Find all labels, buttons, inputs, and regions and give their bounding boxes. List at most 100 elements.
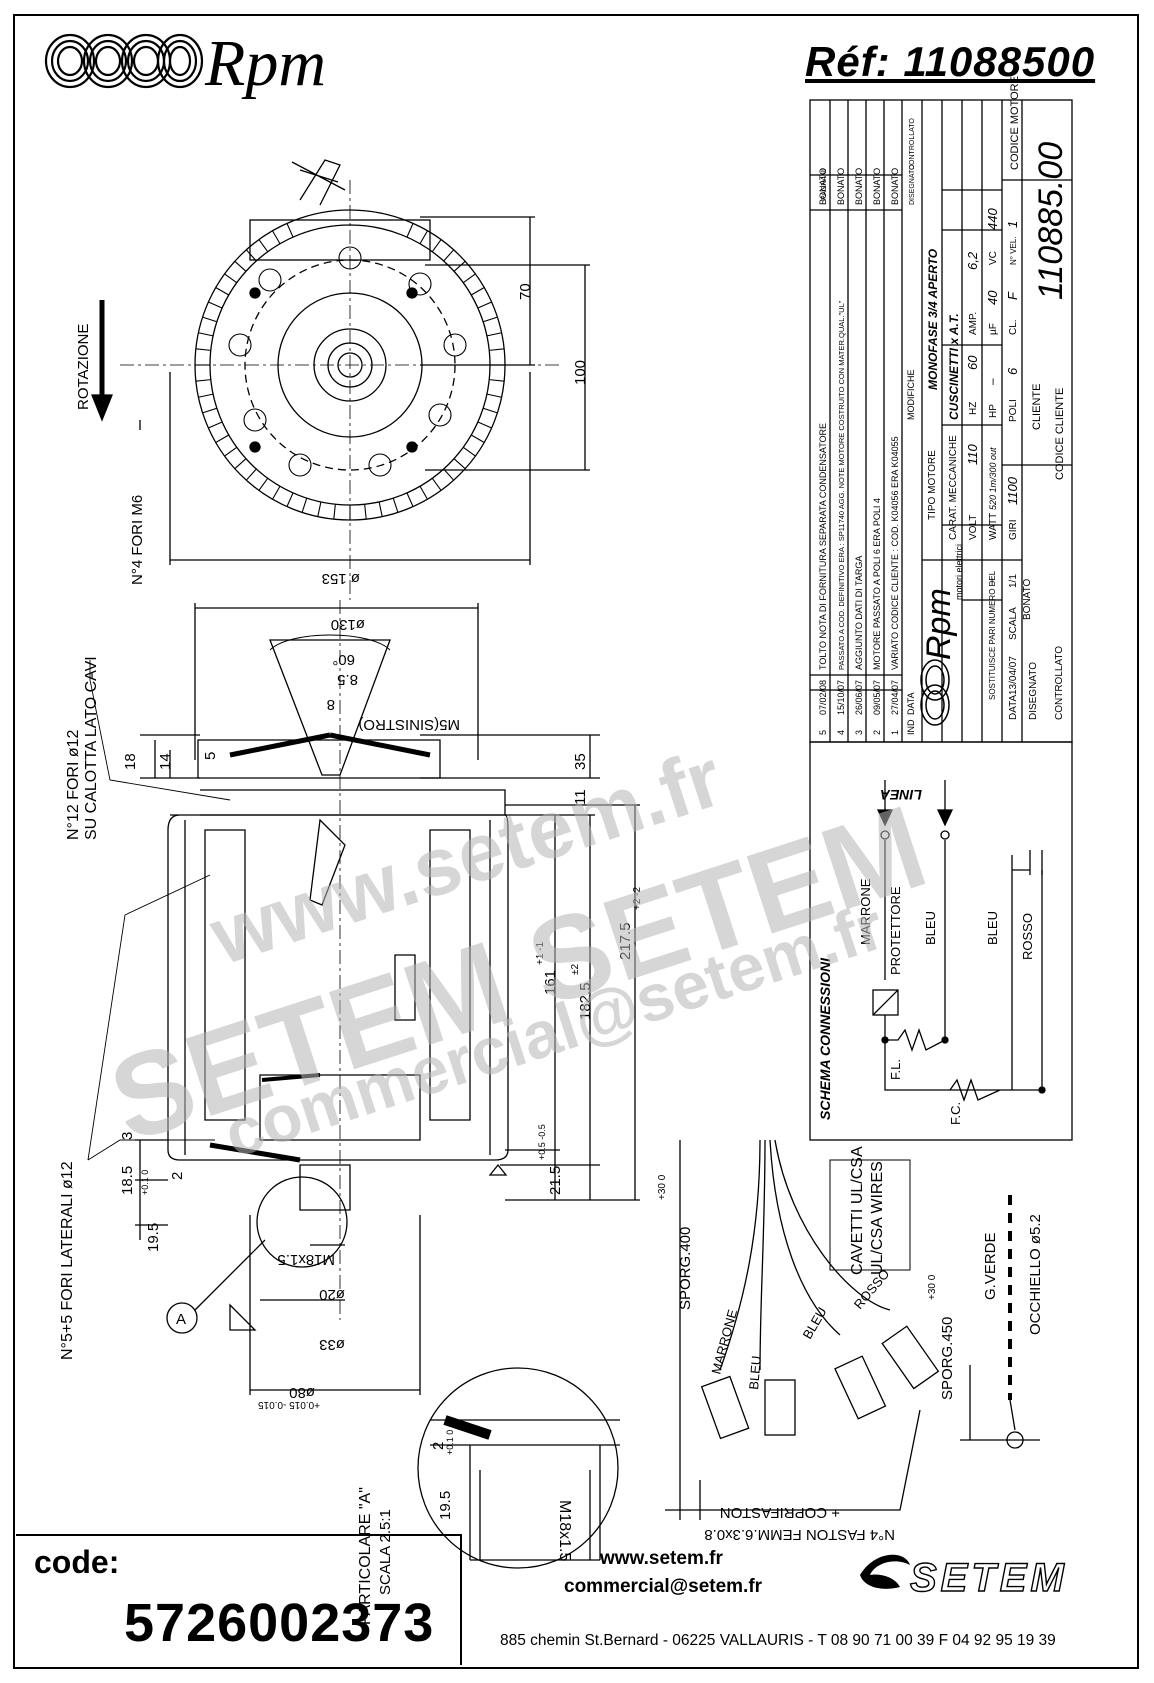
cooling-fin — [486, 332, 502, 337]
cooling-fin — [477, 421, 492, 429]
schema-fc: F.C. — [948, 1102, 963, 1125]
cooling-fin — [406, 223, 414, 238]
svg-text:4: 4 — [836, 730, 846, 735]
sporg400-tol: +30 0 — [657, 1174, 668, 1200]
cooling-fin — [406, 492, 414, 507]
cooling-fin — [453, 260, 466, 272]
earth-wire: G.VERDE — [982, 1232, 999, 1300]
cooling-fin — [482, 407, 498, 414]
cooling-fin — [364, 504, 367, 520]
dim-35: 35 — [572, 753, 589, 770]
front-view — [91, 159, 590, 600]
cooling-fin — [195, 348, 211, 351]
cooling-fin — [431, 239, 442, 253]
hz-value: 60 — [965, 355, 980, 370]
website-link[interactable]: www.setem.fr — [600, 1548, 723, 1569]
cooling-fin — [272, 485, 281, 500]
amp-label: AMP. — [968, 312, 979, 335]
cooling-fin — [195, 379, 211, 382]
detail-dim-195: 19.5 — [437, 1491, 454, 1520]
cooling-fin — [477, 301, 492, 309]
setem-logo: SETEM — [909, 1555, 1068, 1600]
tipo-motore-label: TIPO MOTORE — [927, 450, 938, 520]
dim-161: 161 — [542, 970, 559, 995]
cooling-fin — [234, 458, 247, 470]
cliente-label: CLIENTE — [1031, 384, 1043, 430]
hdr-disegnato: DISEGNATO — [909, 164, 916, 205]
rpm-logo-text: Rpm — [205, 27, 326, 100]
email-link[interactable]: commercial@setem.fr — [564, 1576, 763, 1597]
dim-3: 3 — [119, 1132, 136, 1140]
address-line: 885 chemin St.Bernard - 06225 VALLAURIS … — [500, 1632, 1056, 1649]
cooling-fin — [198, 332, 214, 337]
setem-swirl-icon — [860, 1554, 910, 1589]
thread-label: M18x1.5 — [277, 1251, 335, 1268]
wire-marrone: MARRONE — [708, 1307, 740, 1375]
cooling-fin — [202, 407, 218, 414]
vel-value: 1 — [1005, 221, 1020, 228]
svg-text:BONATO: BONATO — [890, 168, 900, 205]
schema-bleu2: BLEU — [985, 911, 1000, 945]
volt-value: 110 — [965, 444, 980, 465]
dim-100: 100 — [572, 360, 589, 385]
holes12-line1: N°12 FORI ø12 — [65, 729, 82, 840]
dim-80-tol: +0.015 -0.015 — [258, 1399, 320, 1410]
cooling-fin — [215, 287, 230, 296]
svg-text:27/04/07: 27/04/07 — [890, 680, 900, 715]
sporg450: SPORG.450 — [939, 1317, 956, 1400]
svg-text:07/02/08: 07/02/08 — [818, 680, 828, 715]
svg-text:26/06/07: 26/06/07 — [854, 680, 864, 715]
dim-18: 18 — [122, 753, 139, 770]
dim-85: 8.5 — [337, 671, 358, 688]
svg-text:15/10/07: 15/10/07 — [836, 680, 846, 715]
dim-2: 2 — [169, 1172, 186, 1180]
carat-label: CARAT. MECCANICHE — [948, 435, 959, 540]
schema-title: SCHEMA CONNESSIONI — [817, 957, 833, 1120]
dim-1825: 182.5 — [577, 982, 594, 1020]
code-value: 5726002373 — [124, 1593, 435, 1653]
cooling-fin — [245, 468, 257, 481]
dim-195: 19.5 — [145, 1223, 162, 1252]
cooling-fin — [258, 477, 269, 491]
rotation-label: ROTAZIONE — [75, 324, 92, 410]
scala-value: 1/1 — [1008, 574, 1019, 588]
schema-protettore: PROTETTORE — [888, 886, 903, 975]
cooling-fin — [419, 485, 428, 500]
dim-8: 8 — [327, 696, 335, 713]
dim-2175-tol: +2 -2 — [632, 886, 643, 910]
cables-box-line2: UL/CSA WIRES — [869, 1161, 886, 1275]
sostituisce-value: – — [984, 578, 998, 585]
schema-rosso: ROSSO — [1020, 913, 1035, 960]
codice-cliente-label: CODICE CLIENTE — [1054, 388, 1066, 480]
schema-linea: LINEA — [880, 787, 922, 803]
poli-label: POLI — [1008, 399, 1019, 422]
giri-label: GIRI — [1008, 519, 1019, 540]
vc-label: VC — [988, 251, 999, 265]
cooling-fin — [470, 287, 485, 296]
schema-fl: F.L. — [888, 1059, 903, 1080]
uf-value: 40 — [985, 290, 1000, 305]
dim-80: ø80 — [289, 1384, 315, 1401]
side-view — [87, 600, 640, 1395]
dim-60: 60° — [332, 651, 355, 668]
title-block: 5 07/02/08 TOLTO NOTA DI FORNITURA SEPAR… — [818, 76, 1070, 735]
codice-motore-label: CODICE MOTORE — [1009, 76, 1021, 170]
cooling-fin — [224, 273, 238, 284]
disegnato-label: DISEGNATO — [1028, 662, 1039, 720]
svg-text:TOLTO NOTA DI FORNITURA SEPARA: TOLTO NOTA DI FORNITURA SEPARATA CONDENS… — [818, 423, 828, 670]
hp-value: – — [985, 378, 999, 385]
svg-text:PASSATO A COD. DEFINITIVO ERA: PASSATO A COD. DEFINITIVO ERA : SP11740 … — [837, 300, 846, 670]
cooling-fin — [419, 230, 428, 245]
holes12-line2: SU CALOTTA LATO CAVI — [83, 656, 100, 840]
dim-185-tol: +0.1 0 — [140, 1170, 150, 1195]
cooling-fin — [462, 446, 476, 457]
cooling-fin — [443, 249, 455, 262]
dim-130: ø130 — [331, 616, 365, 633]
svg-text:1: 1 — [890, 730, 900, 735]
connection-schema — [872, 780, 1046, 1102]
controllato-label: CONTROLLATO — [1054, 646, 1065, 720]
schema-bleu1: BLEU — [923, 911, 938, 945]
faston-line1: N°4 FASTON FEMM.6.3x0.8 — [704, 1526, 895, 1543]
amp-value: 6,2 — [965, 251, 980, 270]
